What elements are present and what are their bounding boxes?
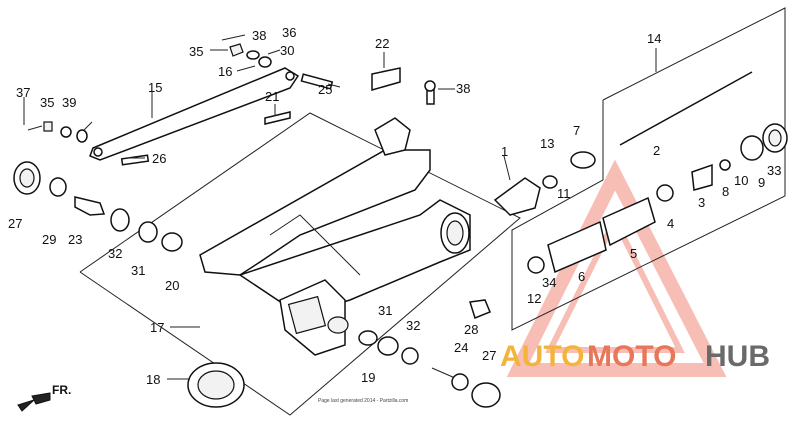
part-label-35-38: 35 <box>40 95 54 110</box>
part-label-27-27: 27 <box>482 348 496 363</box>
part-label-33-35: 33 <box>767 163 781 178</box>
top-hardware <box>120 34 436 166</box>
part-label-30-30: 30 <box>280 43 294 58</box>
part-label-10-9: 10 <box>734 173 748 188</box>
part-label-12-11: 12 <box>527 291 541 306</box>
part-label-22-21: 22 <box>375 36 389 51</box>
part-label-24-23: 24 <box>454 340 468 355</box>
part-label-7-6: 7 <box>573 123 580 138</box>
part-label-37-40: 37 <box>16 85 30 100</box>
part-label-6-5: 6 <box>578 269 585 284</box>
part-label-3-2: 3 <box>698 195 705 210</box>
part-label-29-29: 29 <box>42 232 56 247</box>
part-label-28-28: 28 <box>464 322 478 337</box>
part-label-9-8: 9 <box>758 175 765 190</box>
part-label-14-13: 14 <box>647 31 661 46</box>
watermark-part3: HUB <box>705 340 770 373</box>
watermark-part1: AUTO <box>500 340 584 373</box>
driveshaft-group-outline <box>511 7 786 331</box>
swingarm <box>199 117 471 356</box>
part-label-1-0: 1 <box>501 144 508 159</box>
watermark-triangle-logo <box>506 159 727 377</box>
part-label-32-34: 32 <box>108 246 122 261</box>
part-label-20-19: 20 <box>165 278 179 293</box>
front-marker-label: FR. <box>52 383 71 397</box>
part-label-2-1: 2 <box>653 143 660 158</box>
part-label-35-37: 35 <box>189 44 203 59</box>
part-label-26-25: 26 <box>152 151 166 166</box>
watermark-text: AUTO MOTO HUB <box>500 340 770 373</box>
driveshaft-parts <box>493 71 788 274</box>
footer-text: Page last generated 2014 - Partzilla.com <box>318 398 408 404</box>
part-label-16-15: 16 <box>218 64 232 79</box>
part-label-4-3: 4 <box>667 216 674 231</box>
front-direction-arrow: FR. <box>17 383 71 412</box>
leader-lines <box>23 48 657 380</box>
part-label-11-10: 11 <box>557 186 571 201</box>
part-label-25-24: 25 <box>318 82 332 97</box>
watermark-part2: MOTO <box>587 340 676 373</box>
part-label-38-41: 38 <box>252 28 266 43</box>
lower-hardware <box>187 299 501 408</box>
part-label-17-16: 17 <box>150 320 164 335</box>
torque-arm <box>89 67 300 161</box>
part-label-31-31: 31 <box>378 303 392 318</box>
part-label-15-14: 15 <box>148 80 162 95</box>
part-label-21-20: 21 <box>265 89 279 104</box>
part-label-39-43: 39 <box>62 95 76 110</box>
part-label-32-33: 32 <box>406 318 420 333</box>
part-label-38-42: 38 <box>456 81 470 96</box>
part-label-19-18: 19 <box>361 370 375 385</box>
part-label-27-26: 27 <box>8 216 22 231</box>
part-label-13-12: 13 <box>540 136 554 151</box>
part-label-18-17: 18 <box>146 372 160 387</box>
part-label-36-39: 36 <box>282 25 296 40</box>
part-label-31-32: 31 <box>131 263 145 278</box>
part-label-34-36: 34 <box>542 275 556 290</box>
left-hardware <box>13 121 183 252</box>
part-label-23-22: 23 <box>68 232 82 247</box>
part-label-5-4: 5 <box>630 246 637 261</box>
part-label-8-7: 8 <box>722 184 729 199</box>
